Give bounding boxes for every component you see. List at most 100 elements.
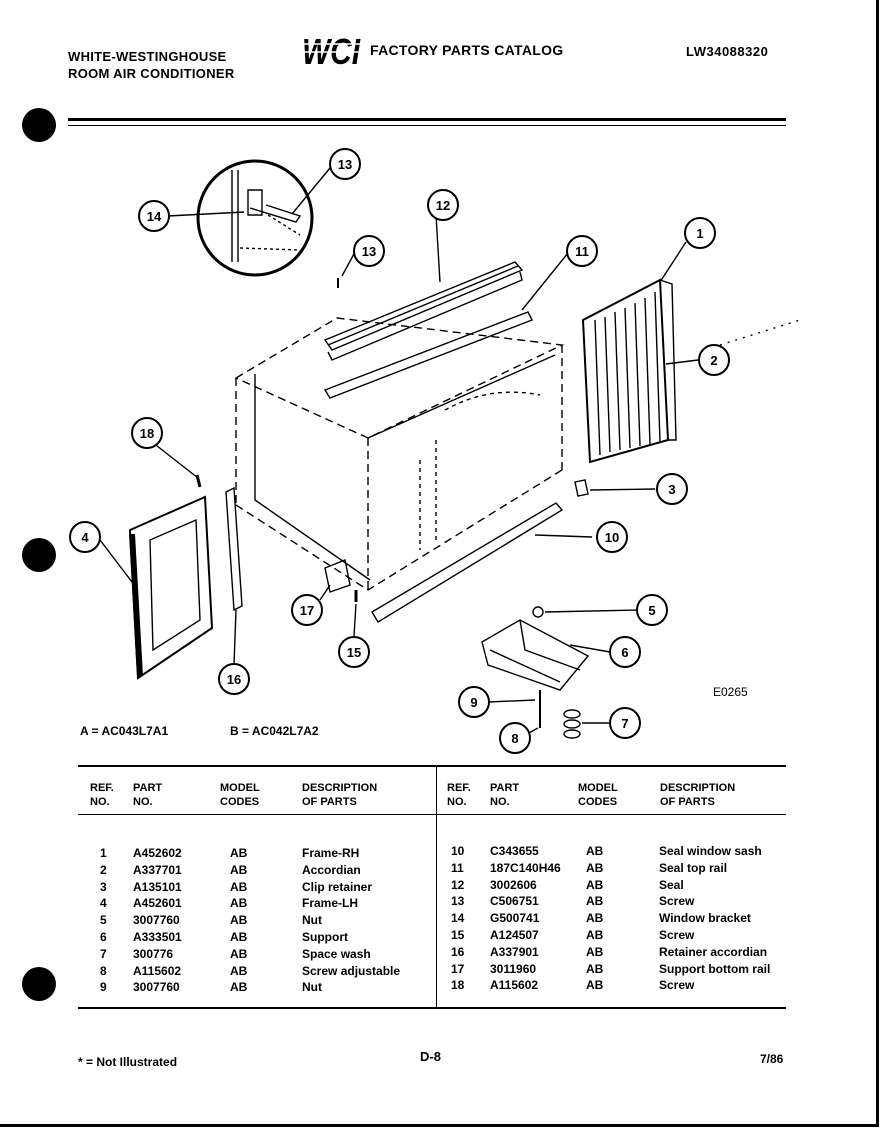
- header-desc-line2: OF PARTS: [302, 796, 357, 808]
- callout-8: 8: [499, 722, 531, 754]
- header-desc-left: DESCRIPTION OF PARTS: [302, 781, 377, 809]
- ref-cell: 15: [451, 928, 465, 942]
- callout-5: 5: [636, 594, 668, 626]
- detail-circle: [196, 159, 314, 277]
- part-cell: A115602: [490, 978, 539, 993]
- header-part-line1: PART: [490, 782, 520, 794]
- header-ref-line1: REF.: [447, 782, 471, 794]
- callout-16: 16: [218, 663, 250, 695]
- part-cell: A333501: [133, 930, 182, 944]
- table-header-rule: [78, 814, 786, 815]
- codes-cell: AB: [586, 860, 604, 875]
- part-cell: 3007760: [133, 980, 180, 995]
- part-cell: A124507: [490, 928, 539, 942]
- part-cell: 300776: [133, 946, 174, 961]
- ref-cell: 2: [100, 862, 107, 877]
- callout-18-label: 18: [140, 426, 154, 441]
- callout-14-label: 14: [147, 209, 162, 224]
- callout-2: 2: [698, 344, 730, 376]
- part-cell: A337701: [133, 862, 182, 877]
- callout-15-label: 15: [347, 645, 361, 660]
- revision-date: 7/86: [760, 1052, 784, 1066]
- header-ref-right: REF. NO.: [447, 781, 471, 809]
- codes-cell: AB: [230, 879, 248, 894]
- codes-cell: AB: [586, 911, 604, 926]
- part-cell: 3011960: [490, 961, 537, 976]
- binder-hole-middle: [22, 538, 56, 572]
- codes-cell: AB: [230, 913, 248, 928]
- desc-cell: Seal window sash: [659, 844, 762, 858]
- table-top-rule: [78, 765, 786, 767]
- page-number: D-8: [420, 1049, 441, 1064]
- brand-block: WHITE-WESTINGHOUSE ROOM AIR CONDITIONER: [68, 48, 235, 82]
- callout-10: 10: [596, 521, 628, 553]
- callout-11-label: 11: [575, 244, 589, 259]
- callout-1-label: 1: [696, 226, 703, 241]
- part-cell: 187C140H46: [490, 860, 561, 875]
- part-cell: A135101: [133, 879, 182, 894]
- callout-17-label: 17: [300, 603, 314, 618]
- callout-17: 17: [291, 594, 323, 626]
- desc-cell: Space wash: [302, 946, 371, 961]
- desc-cell: Screw: [659, 978, 695, 993]
- callout-1: 1: [684, 217, 716, 249]
- codes-cell: AB: [230, 846, 248, 860]
- header-ref-line2: NO.: [447, 796, 467, 808]
- ref-cell: 3: [100, 879, 107, 894]
- desc-cell: Retainer accordian: [659, 944, 768, 959]
- callout-bubbles: 13 14 12 13 11 1 2 18 3 4 10 17 5 6 15 1…: [69, 148, 730, 754]
- callout-10-label: 10: [605, 530, 619, 545]
- part-cell: 3002606: [490, 877, 537, 892]
- ref-cell: 14: [451, 911, 465, 926]
- callout-16-label: 16: [227, 672, 241, 687]
- ref-cell: 16: [451, 944, 465, 959]
- header-model-line2: CODES: [220, 796, 260, 808]
- callout-6-label: 6: [621, 645, 628, 660]
- header-part-line1: PART: [133, 782, 163, 794]
- ref-cell: 17: [451, 961, 465, 976]
- brand-line-2: ROOM AIR CONDITIONER: [68, 66, 235, 81]
- callout-12: 12: [427, 189, 459, 221]
- codes-cell: AB: [586, 944, 604, 959]
- codes-cell: AB: [586, 978, 604, 993]
- part-cell: C506751: [490, 894, 539, 909]
- desc-cell: Frame-LH: [302, 896, 359, 911]
- header-model-line1: MODEL: [578, 782, 618, 794]
- header-rule-thin: [68, 125, 786, 126]
- desc-cell: Support: [302, 930, 348, 944]
- desc-cell: Clip retainer: [302, 879, 373, 894]
- desc-cell: Seal: [659, 877, 684, 892]
- codes-cell: AB: [230, 946, 248, 961]
- callout-11: 11: [566, 235, 598, 267]
- callout-3-label: 3: [668, 482, 675, 497]
- header-part-line2: NO.: [490, 796, 510, 808]
- model-code-a: A = AC043L7A1: [80, 724, 169, 738]
- header-model-line2: CODES: [578, 796, 618, 808]
- callout-4: 4: [69, 521, 101, 553]
- document-number: LW34088320: [686, 44, 769, 59]
- callout-7: 7: [609, 707, 641, 739]
- desc-cell: Support bottom rail: [659, 961, 771, 976]
- header-desc-right: DESCRIPTION OF PARTS: [660, 781, 735, 809]
- diagram-code: E0265: [713, 685, 748, 699]
- callout-13-upper-label: 13: [338, 157, 352, 172]
- ref-cell: 12: [451, 877, 465, 892]
- header-model-left: MODEL CODES: [220, 781, 260, 809]
- callout-5-label: 5: [648, 603, 655, 618]
- callout-3: 3: [656, 473, 688, 505]
- model-code-b: B = AC042L7A2: [230, 724, 319, 738]
- part-cell: G500741: [490, 911, 540, 926]
- callout-9: 9: [458, 686, 490, 718]
- part-cell: A115602: [133, 963, 182, 978]
- binder-hole-bottom: [22, 967, 56, 1001]
- ref-cell: 10: [451, 844, 465, 858]
- header-desc-line1: DESCRIPTION: [302, 782, 378, 794]
- codes-cell: AB: [586, 844, 604, 858]
- callout-4-label: 4: [81, 530, 89, 545]
- brand-line-1: WHITE-WESTINGHOUSE: [68, 49, 227, 64]
- callout-13-upper: 13: [329, 148, 361, 180]
- ref-cell: 9: [100, 980, 107, 995]
- header-desc-line2: OF PARTS: [660, 796, 715, 808]
- desc-cell: Window bracket: [659, 911, 751, 926]
